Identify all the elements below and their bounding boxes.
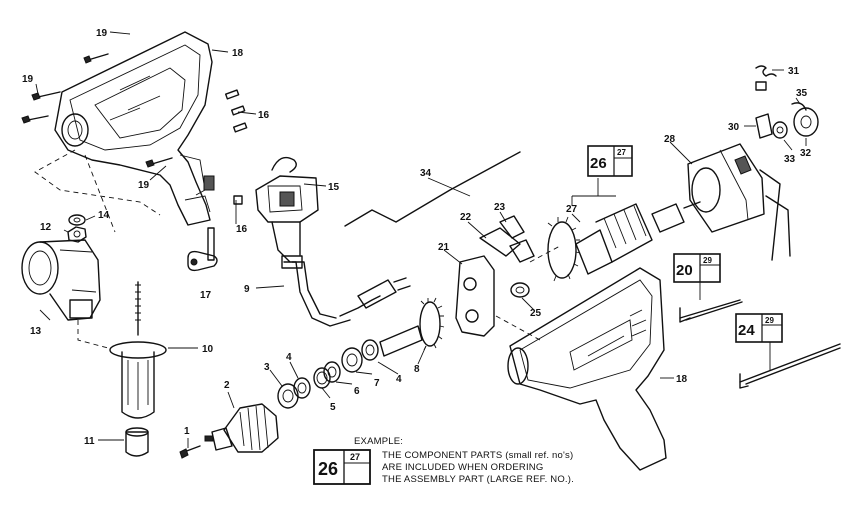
bearing-32 <box>793 107 819 137</box>
example-big-ref: 26 <box>318 459 338 479</box>
brush-holder-22 <box>479 227 521 257</box>
label-34: 34 <box>420 168 432 179</box>
label-32: 32 <box>800 148 812 159</box>
chuck-2 <box>204 403 279 453</box>
chuck-key-1 <box>179 445 201 459</box>
cable-clamp-20 <box>679 299 743 323</box>
clip-35 <box>791 102 807 111</box>
label-9: 9 <box>244 284 250 295</box>
label-35: 35 <box>796 88 808 99</box>
ring-4b <box>361 339 379 361</box>
label-5: 5 <box>330 402 336 413</box>
bearing-4a <box>293 377 311 399</box>
label-1: 1 <box>184 426 190 437</box>
label-12: 12 <box>40 222 52 233</box>
ring-6 <box>323 361 341 383</box>
assembly-box-24: 24 29 <box>735 313 783 343</box>
end-cap-11 <box>125 427 149 457</box>
svg-text:27: 27 <box>617 148 626 157</box>
label-28: 28 <box>664 134 676 145</box>
wire-24 <box>739 343 841 389</box>
washer-33 <box>772 121 788 139</box>
label-31: 31 <box>788 66 800 77</box>
example-note: EXAMPLE: 26 27 THE COMPONENT PARTS (smal… <box>313 436 574 485</box>
svg-text:26: 26 <box>590 155 607 172</box>
brush-23 <box>499 215 535 263</box>
label-3: 3 <box>264 362 270 373</box>
screw-19-bottom <box>145 157 173 168</box>
housing-half <box>54 31 215 226</box>
label-16-top: 16 <box>258 110 270 121</box>
screw-19-left <box>21 91 61 124</box>
bearing-7 <box>341 347 363 373</box>
spindle-gear-8 <box>379 297 445 357</box>
label-15: 15 <box>328 182 340 193</box>
ring-5 <box>313 367 331 389</box>
nut-12 <box>67 226 87 243</box>
example-heading: EXAMPLE: <box>354 436 403 447</box>
wire-34 <box>344 151 521 227</box>
label-19-left: 19 <box>22 74 34 85</box>
washer-3 <box>277 383 299 409</box>
label-25: 25 <box>530 308 542 319</box>
label-2: 2 <box>224 380 230 391</box>
svg-text:29: 29 <box>703 256 712 265</box>
label-33: 33 <box>784 154 796 165</box>
trigger-switch-15 <box>255 156 319 263</box>
label-17: 17 <box>200 290 212 301</box>
assembly-box-20: 20 29 <box>673 253 721 283</box>
svg-text:20: 20 <box>676 262 693 279</box>
armature-27 <box>547 201 701 282</box>
example-line-2: ARE INCLUDED WHEN ORDERING <box>382 462 543 473</box>
label-11: 11 <box>84 436 95 447</box>
label-6: 6 <box>354 386 360 397</box>
svg-text:24: 24 <box>738 322 755 339</box>
brush-spring-31 <box>755 65 777 91</box>
example-line-1: THE COMPONENT PARTS (small ref. no's) <box>382 450 573 461</box>
example-line-3: THE ASSEMBLY PART (LARGE REF. NO.). <box>382 474 574 485</box>
label-19-bottom: 19 <box>138 180 150 191</box>
screw-19-top <box>83 53 109 64</box>
label-21: 21 <box>438 242 450 253</box>
label-27: 27 <box>566 204 578 215</box>
label-4a: 4 <box>286 352 292 363</box>
brush-holder-30 <box>755 113 773 139</box>
label-13: 13 <box>30 326 42 337</box>
washer-14 <box>68 214 86 226</box>
pins-16 <box>224 89 248 205</box>
label-19-top: 19 <box>96 28 108 39</box>
side-handle-bracket-13 <box>21 239 101 321</box>
label-4b: 4 <box>396 374 402 385</box>
label-23: 23 <box>494 202 506 213</box>
label-10: 10 <box>202 344 214 355</box>
label-14: 14 <box>98 210 110 221</box>
label-22: 22 <box>460 212 472 223</box>
label-7: 7 <box>374 378 380 389</box>
label-16-bottom: 16 <box>236 224 248 235</box>
cord-clamp-17 <box>187 227 218 272</box>
label-18-top: 18 <box>232 48 244 59</box>
svg-text:29: 29 <box>765 316 774 325</box>
gear-plate-21 <box>455 255 495 337</box>
field-coil-28 <box>687 143 791 261</box>
label-30: 30 <box>728 122 740 133</box>
motor-housing-18 <box>507 267 667 471</box>
label-8: 8 <box>414 364 420 375</box>
example-small-ref: 27 <box>350 452 360 462</box>
side-handle-10 <box>109 281 167 419</box>
bearing-25 <box>510 282 530 298</box>
label-18-right: 18 <box>676 374 688 385</box>
power-cord-9 <box>281 255 411 327</box>
assembly-box-26: 26 27 <box>587 145 633 177</box>
